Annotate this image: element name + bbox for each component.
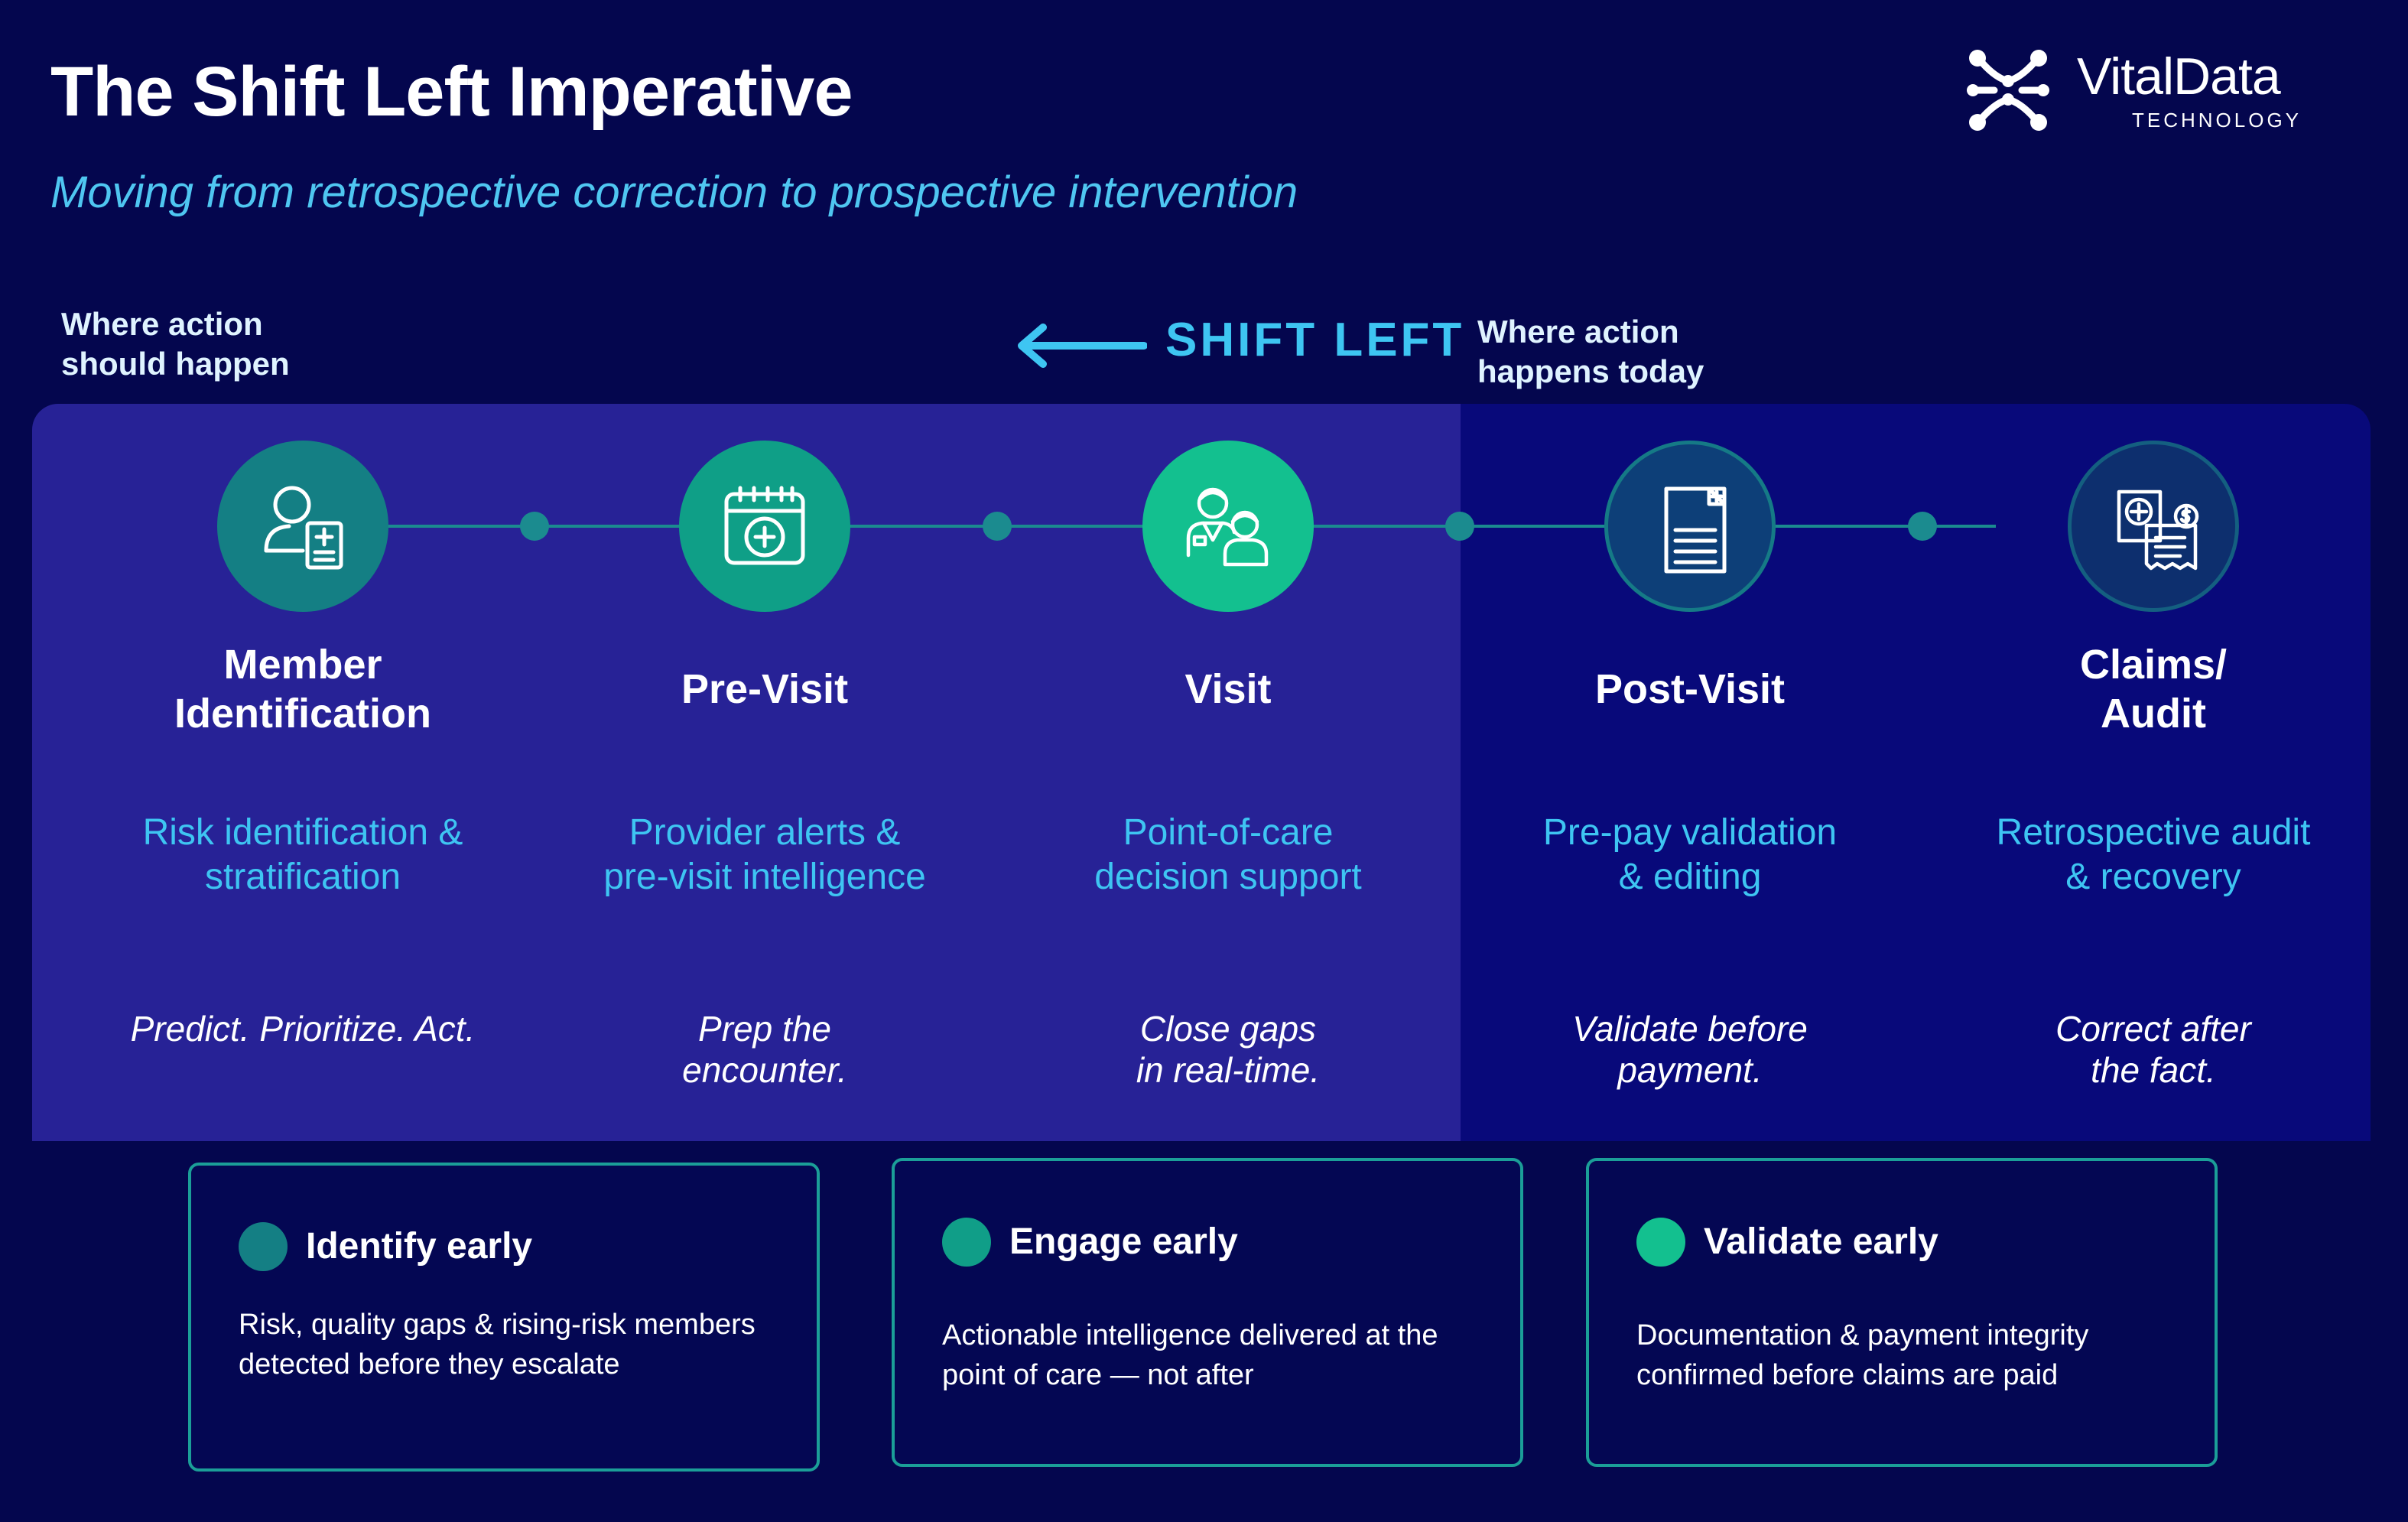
should-happen-line2: should happen [61, 346, 290, 382]
stage-circle [1604, 441, 1776, 612]
stage-circle [2068, 441, 2239, 612]
network-x-icon [1967, 50, 2049, 131]
stage-name: Post-Visit [1476, 632, 1904, 746]
logo: VitalData TECHNOLOGY [1965, 47, 2363, 139]
card-body: Documentation & payment integrity confir… [1636, 1319, 2089, 1391]
card-validate-early: Validate early Documentation & payment i… [1586, 1158, 2218, 1467]
happens-today-line1: Where action [1477, 314, 1679, 350]
stage-tagline: Prep the encounter. [551, 1008, 979, 1091]
stage-description-line1: Pre-pay validation [1542, 812, 1838, 853]
stage-description: Risk identification & stratification [89, 811, 517, 899]
stage-name: Member Identification [89, 632, 517, 746]
stage-tagline: Predict. Prioritize. Act. [89, 1008, 517, 1049]
stage-tagline-line2: in real-time. [1136, 1050, 1321, 1090]
document-icon [1664, 486, 1727, 574]
should-happen-label: Where action should happen [61, 304, 444, 384]
should-happen-line1: Where action [61, 306, 263, 342]
happens-today-label: Where action happens today [1477, 312, 1860, 392]
member-id-icon [264, 486, 343, 570]
stage-name-line2: Identification [174, 691, 431, 737]
stage-description-line1: Provider alerts & [629, 812, 901, 853]
stage-tagline: Close gaps in real-time. [1014, 1008, 1442, 1091]
stage-tagline-line1: Prep the [698, 1009, 831, 1049]
stage-description: Retrospective audit & recovery [1939, 811, 2367, 899]
stage-circle [679, 441, 850, 612]
card-identify-early: Identify early Risk, quality gaps & risi… [188, 1163, 820, 1472]
stage-description: Provider alerts & pre-visit intelligence [551, 811, 979, 899]
stage-description-line2: stratification [204, 857, 401, 897]
card-title: Validate early [1704, 1221, 1938, 1262]
card-dot-icon [942, 1218, 991, 1267]
stage-tagline-line1: Predict. Prioritize. Act. [130, 1009, 476, 1049]
stage-name-line1: Visit [1185, 666, 1272, 712]
stage-tagline-line1: Validate before [1572, 1009, 1808, 1049]
stage-name-line2: Audit [2101, 691, 2206, 737]
stage-circle [1142, 441, 1314, 612]
stage-description: Point-of-care decision support [1014, 811, 1442, 899]
stage-name-line1: Post-Visit [1594, 666, 1786, 712]
stage-description: Pre-pay validation & editing [1476, 811, 1904, 899]
card-dot-icon [239, 1222, 288, 1271]
stage-description-line2: pre-visit intelligence [603, 857, 926, 897]
page-subtitle: Moving from retrospective correction to … [50, 167, 1298, 217]
stage-name-line1: Claims/ [2079, 642, 2228, 688]
stage-name-line1: Pre-Visit [681, 666, 849, 712]
stage-tagline: Correct after the fact. [1939, 1008, 2367, 1091]
card-title: Identify early [306, 1226, 533, 1267]
stage-name: Pre-Visit [551, 632, 979, 746]
stage-name: Visit [1014, 632, 1442, 746]
shift-left-label: SHIFT LEFT [1165, 314, 1465, 366]
stage-tagline-line2: encounter. [682, 1050, 847, 1090]
timeline-dot [1445, 512, 1474, 541]
stage-description-line1: Risk identification & [142, 812, 463, 853]
page-title: The Shift Left Imperative [50, 53, 853, 131]
stage-name: Claims/ Audit [1939, 632, 2367, 746]
calendar-plus-icon [724, 486, 805, 565]
doctor-patient-icon [1186, 487, 1269, 567]
timeline-dot [1908, 512, 1937, 541]
stage-description-line1: Retrospective audit [1996, 812, 2311, 853]
card-dot-icon [1636, 1218, 1685, 1267]
stage-tagline-line2: the fact. [2091, 1050, 2216, 1090]
stage-tagline-line1: Correct after [2055, 1009, 2251, 1049]
card-engage-early: Engage early Actionable intelligence del… [892, 1158, 1523, 1467]
stage-tagline-line2: payment. [1617, 1050, 1763, 1090]
stage-description-line2: & recovery [2065, 857, 2241, 897]
stage-name-line1: Member [223, 642, 382, 688]
card-body: Risk, quality gaps & rising-risk members… [239, 1309, 756, 1381]
stage-description-line1: Point-of-care [1123, 812, 1334, 853]
stage-tagline: Validate before payment. [1476, 1008, 1904, 1091]
stage-circle [217, 441, 388, 612]
card-body: Actionable intelligence delivered at the… [942, 1319, 1438, 1391]
card-title: Engage early [1009, 1221, 1238, 1262]
logo-wordmark: VitalData [2077, 47, 2281, 106]
happens-today-line2: happens today [1477, 353, 1704, 389]
arrow-left-icon [1018, 324, 1147, 368]
logo-tagline: TECHNOLOGY [2132, 109, 2302, 132]
stage-description-line2: & editing [1618, 857, 1762, 897]
stage-tagline-line1: Close gaps [1139, 1009, 1317, 1049]
stage-description-line2: decision support [1094, 857, 1362, 897]
timeline-dot [983, 512, 1012, 541]
claim-receipt-icon [2117, 489, 2199, 571]
timeline-dot [520, 512, 549, 541]
